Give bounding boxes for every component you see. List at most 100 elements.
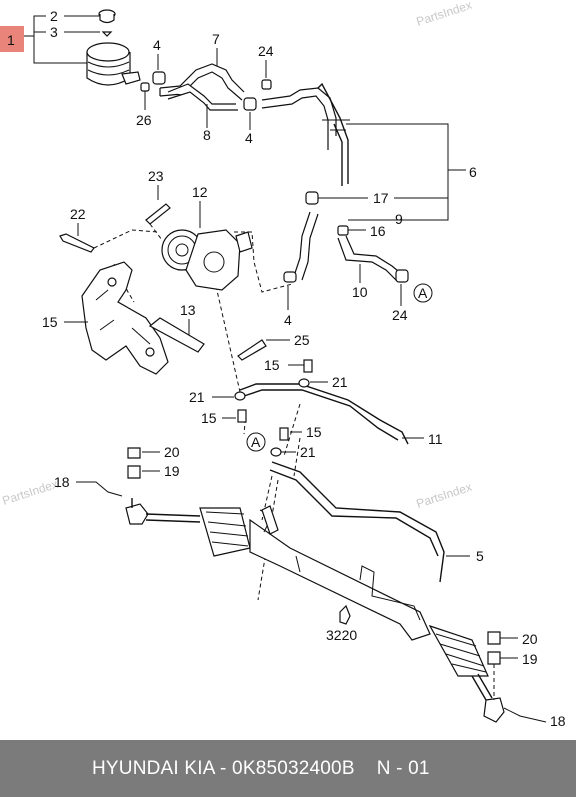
page-reference: N - 01 [376, 757, 430, 779]
reference-a-circle [246, 432, 266, 452]
callout-26[interactable]: 26 [136, 112, 152, 128]
reservoir-filter-part [101, 31, 113, 37]
nut-part [127, 447, 141, 459]
oil-reservoir-part [87, 61, 130, 76]
boot-part [435, 633, 487, 673]
bolt-part [279, 427, 289, 441]
assembly-line [257, 479, 279, 601]
callout-a[interactable]: A [418, 285, 428, 301]
callout-6[interactable]: 6 [469, 164, 477, 180]
callout-4[interactable]: 4 [245, 130, 253, 146]
watermark: PartsIndex [415, 0, 474, 29]
bolt-part [303, 359, 313, 373]
callout-7[interactable]: 8 [203, 127, 211, 143]
hose-clamp-part [305, 191, 319, 205]
tie-rod-part [471, 673, 493, 701]
pump-bracket-part [81, 261, 169, 375]
hose-clamp-part [152, 71, 166, 85]
part-number-footer: HYUNDAI KIA - 0K85032400B N - 01 [0, 740, 576, 797]
callout-15[interactable]: 15 [201, 410, 217, 426]
tie-rod-end-part [125, 503, 149, 525]
boot-part [199, 507, 251, 557]
callout-18[interactable]: 18 [54, 474, 70, 490]
clip-part [261, 79, 272, 90]
callout-24[interactable]: 24 [392, 307, 408, 323]
callout-a[interactable]: A [251, 434, 261, 450]
reservoir-cap-part [99, 14, 115, 24]
leader-line [503, 707, 547, 723]
callout-19[interactable]: 19 [164, 463, 180, 479]
callout-21[interactable]: 21 [300, 444, 316, 460]
callout-3[interactable]: 3 [50, 24, 58, 40]
steering-gear-part [249, 518, 431, 641]
callout-17[interactable]: 17 [373, 190, 389, 206]
return-hose-part [261, 87, 337, 150]
nut-part [127, 465, 141, 479]
pressure-tube-part [239, 383, 409, 445]
callout-21[interactable]: 21 [189, 389, 205, 405]
highlight-box [0, 26, 24, 52]
washer-part [270, 447, 282, 457]
tie-rod-end-part [483, 697, 505, 723]
return-pipe-part [322, 119, 350, 131]
callout-20[interactable]: 20 [164, 444, 180, 460]
callout-18[interactable]: 18 [550, 713, 566, 729]
callout-1[interactable]: 1 [7, 32, 15, 48]
callout-12[interactable]: 12 [192, 184, 208, 200]
pump-bracket-part [145, 347, 155, 357]
callout-14[interactable]: 13 [180, 302, 196, 318]
power-steering-pump-part [235, 231, 253, 253]
callout-19[interactable]: 19 [522, 651, 538, 667]
oil-reservoir-part [121, 71, 141, 85]
callout-5[interactable]: 5 [476, 548, 484, 564]
hose-clamp-part [243, 97, 257, 111]
leader-line [24, 15, 90, 64]
callout-21[interactable]: 21 [332, 374, 348, 390]
bolt-part [59, 233, 95, 253]
power-steering-pump-part [203, 251, 225, 273]
callout-22[interactable]: 22 [70, 206, 86, 222]
washer-part [234, 391, 246, 401]
callout-11[interactable]: 11 [428, 431, 443, 447]
reference-a-circle [413, 283, 433, 303]
callout-20[interactable]: 20 [522, 631, 538, 647]
pulley-part [175, 243, 189, 257]
callout-25[interactable]: 25 [294, 332, 310, 348]
clip-part [395, 269, 409, 283]
clamp-part [337, 225, 349, 236]
brand-part-number: HYUNDAI KIA - 0K85032400B [92, 757, 355, 779]
callout-10[interactable]: 10 [352, 284, 368, 300]
watermark: PartsIndex [1, 477, 60, 508]
callout-9[interactable]: 9 [395, 211, 403, 227]
hose-clamp-part [283, 271, 297, 283]
leader-line [76, 481, 123, 497]
power-steering-pump-part [185, 229, 241, 291]
pump-bracket-part [107, 277, 117, 287]
assembly-line [93, 223, 301, 521]
callout-24[interactable]: 24 [258, 43, 274, 59]
pump-bracket-part [95, 289, 151, 345]
watermark: PartsIndex [415, 480, 474, 511]
boot-part [205, 511, 249, 547]
callout-4[interactable]: 4 [284, 312, 292, 328]
callout-15[interactable]: 15 [264, 357, 280, 373]
hand-pointer-icon [339, 604, 351, 625]
steering-gear-part [261, 505, 279, 535]
callout-3220[interactable]: 3220 [326, 627, 357, 643]
bolt-part [237, 409, 247, 423]
callout-13[interactable]: 15 [42, 314, 58, 330]
oil-reservoir-part [86, 42, 130, 62]
washer-part [298, 378, 310, 388]
pressure-hose-part [293, 211, 319, 281]
bolt-part [237, 339, 267, 361]
callout-15[interactable]: 15 [306, 424, 322, 440]
bolt-part [145, 203, 171, 225]
callout-2[interactable]: 2 [50, 8, 58, 24]
boot-part [428, 624, 489, 677]
return-tube-part [269, 461, 445, 583]
callout-16[interactable]: 16 [370, 223, 386, 239]
callout-23[interactable]: 23 [148, 168, 164, 184]
callout-4[interactable]: 4 [153, 37, 161, 53]
parts-diagram: PartsIndex PartsIndex PartsIndex 1 2 3 2… [0, 0, 566, 729]
callout-8[interactable]: 7 [212, 31, 220, 47]
